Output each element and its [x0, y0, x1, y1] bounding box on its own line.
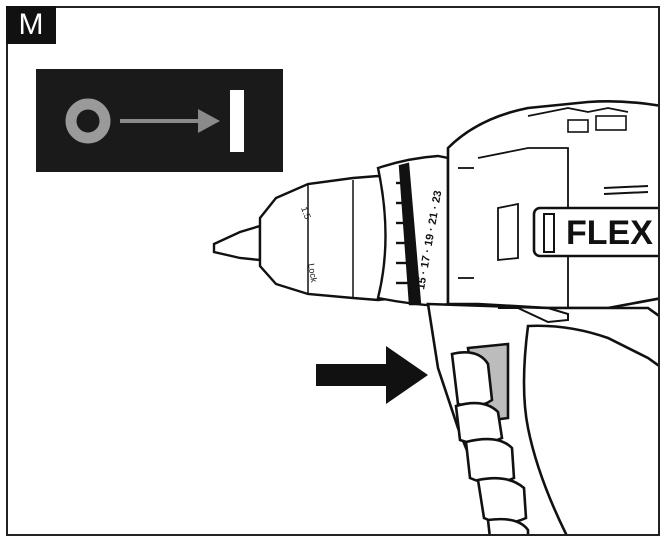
- torque-collar: 15 · 17 · 19 · 21 · 23: [376, 154, 450, 308]
- brand-text: FLEX: [566, 214, 653, 252]
- off-circle-icon: [65, 98, 111, 144]
- panel-arrow-icon: [120, 109, 220, 133]
- brand-plate: FLEX: [532, 206, 658, 258]
- operator-hand: [450, 324, 658, 534]
- drill-chuck: 1.5 Lock: [212, 174, 410, 302]
- trigger-arrow-icon: [316, 346, 428, 404]
- figure-frame: 1.5 Lock 15 · 17 · 19 · 21 · 23: [6, 6, 660, 536]
- drill-illustration: 1.5 Lock 15 · 17 · 19 · 21 · 23: [36, 69, 658, 534]
- on-bar-icon: [230, 90, 244, 152]
- figure-label: M: [6, 6, 56, 44]
- svg-text:Lock: Lock: [306, 263, 319, 284]
- drill-housing: [446, 100, 658, 310]
- switch-symbol-panel: [36, 69, 283, 172]
- svg-text:1.5: 1.5: [299, 205, 313, 220]
